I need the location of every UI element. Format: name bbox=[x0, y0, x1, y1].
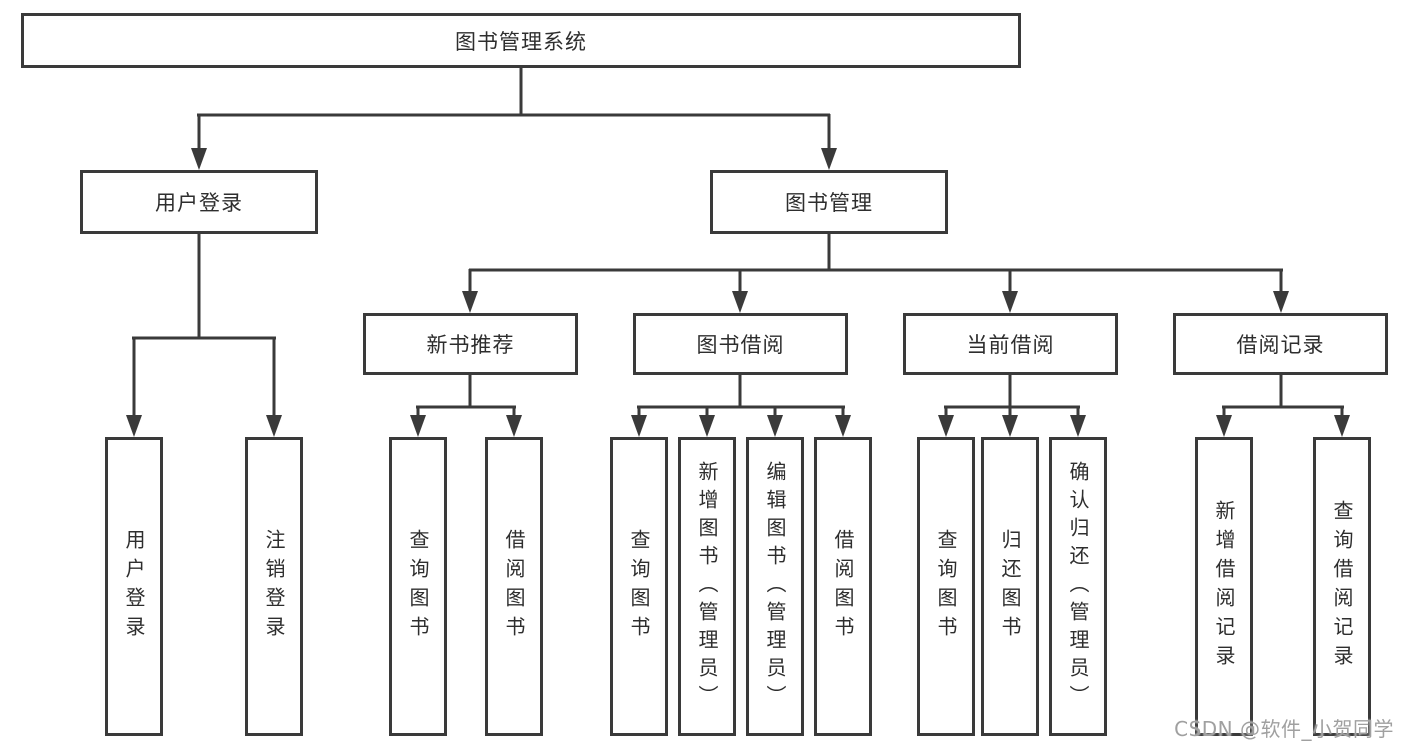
node-leaf-confirm-return-admin: 确认归还（管理员） bbox=[1049, 437, 1107, 736]
node-library-system: 图书管理系统 bbox=[21, 13, 1021, 68]
node-leaf-query-books-current: 查询图书 bbox=[917, 437, 975, 736]
connector-book-borrowing bbox=[631, 374, 851, 437]
node-leaf-borrow-books-borrowing: 借阅图书 bbox=[814, 437, 872, 736]
node-current-borrowing: 当前借阅 bbox=[903, 313, 1118, 375]
watermark: CSDN @软件_小贺同学 bbox=[1174, 717, 1394, 741]
connector-user-login bbox=[126, 233, 282, 437]
node-leaf-logout: 注销登录 bbox=[245, 437, 303, 736]
node-leaf-edit-book-admin: 编辑图书（管理员） bbox=[746, 437, 804, 736]
connector-borrow-records bbox=[1216, 374, 1350, 437]
node-leaf-query-books-borrowing: 查询图书 bbox=[610, 437, 668, 736]
node-leaf-query-borrow-record: 查询借阅记录 bbox=[1313, 437, 1371, 736]
node-borrow-records: 借阅记录 bbox=[1173, 313, 1388, 375]
node-leaf-add-book-admin: 新增图书（管理员） bbox=[678, 437, 736, 736]
node-leaf-add-borrow-record: 新增借阅记录 bbox=[1195, 437, 1253, 736]
node-book-management: 图书管理 bbox=[710, 170, 948, 234]
connector-root bbox=[191, 67, 837, 170]
connector-new-book-recommend bbox=[410, 374, 522, 437]
connector-current-borrowing bbox=[938, 374, 1086, 437]
node-leaf-borrow-books-recommend: 借阅图书 bbox=[485, 437, 543, 736]
node-book-borrowing: 图书借阅 bbox=[633, 313, 848, 375]
connector-book-management bbox=[462, 233, 1289, 313]
node-leaf-query-books-recommend: 查询图书 bbox=[389, 437, 447, 736]
node-new-book-recommend: 新书推荐 bbox=[363, 313, 578, 375]
node-leaf-user-login: 用户登录 bbox=[105, 437, 163, 736]
node-user-login: 用户登录 bbox=[80, 170, 318, 234]
node-leaf-return-book: 归还图书 bbox=[981, 437, 1039, 736]
